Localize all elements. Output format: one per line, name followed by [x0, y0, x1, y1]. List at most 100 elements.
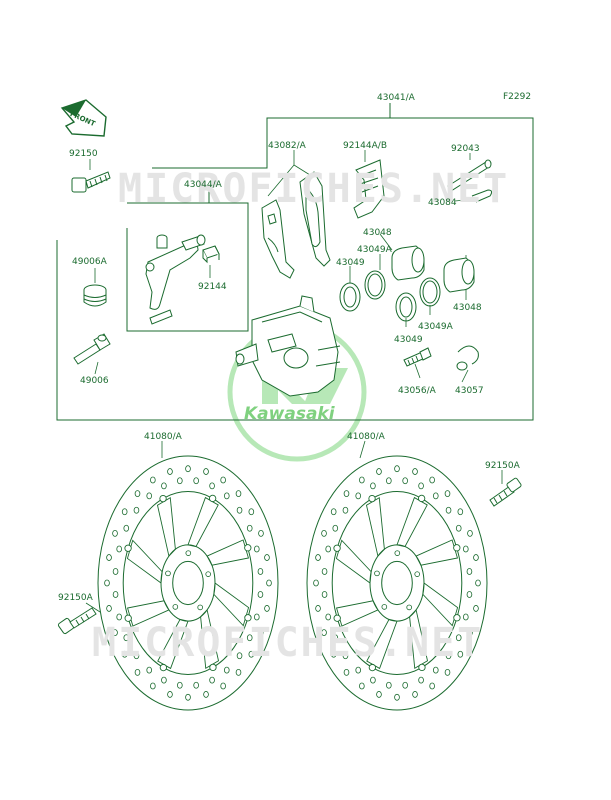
- disc-drill-hole: [266, 579, 272, 587]
- bolt-92150a-right: [489, 477, 522, 507]
- disc-drill-hole: [463, 613, 469, 621]
- disc-drill-hole: [112, 591, 119, 598]
- disc-drill-hole: [418, 482, 424, 490]
- disc-carrier-spoke: [396, 496, 428, 548]
- disc-mounting-hole: [381, 604, 388, 610]
- disc-drill-hole: [321, 530, 327, 537]
- disc-floating-button: [333, 544, 341, 552]
- disc-carrier-spoke: [365, 496, 385, 557]
- brake-disc-left: [97, 455, 279, 711]
- caliper-assembly-frame: [56, 117, 534, 421]
- disc-carrier-spoke: [187, 496, 219, 548]
- boot-49006a: [83, 284, 107, 307]
- disc-drill-hole: [106, 605, 112, 612]
- part-label-43049-top: 43049: [336, 258, 365, 268]
- disc-drill-hole: [355, 666, 362, 674]
- disc-floating-button: [368, 494, 376, 503]
- disc-drill-hole: [106, 554, 112, 561]
- disc-drill-hole: [455, 634, 462, 642]
- disc-drill-hole: [121, 650, 128, 658]
- seal-43049a-top: [364, 270, 386, 300]
- disc-drill-hole: [315, 605, 321, 612]
- disc-drill-hole: [112, 530, 118, 537]
- part-label-43049-bottom: 43049: [394, 335, 423, 345]
- disc-drill-hole: [185, 693, 191, 701]
- disc-drill-hole: [185, 465, 191, 473]
- logo-text: Kawasaki: [244, 404, 335, 424]
- disc-outer-rim: [97, 455, 279, 711]
- disc-mounting-hole: [165, 570, 171, 577]
- disc-drill-hole: [418, 676, 424, 684]
- disc-mounting-hole: [406, 604, 412, 611]
- disc-drill-hole: [246, 524, 253, 532]
- part-label-43056a: 43056/A: [398, 386, 436, 396]
- disc-drill-hole: [123, 524, 130, 532]
- disc-floating-button: [159, 663, 168, 672]
- part-label-92150a-left: 92150A: [58, 593, 93, 603]
- disc-drill-hole: [235, 668, 242, 676]
- piston-43048-top: [391, 245, 425, 281]
- disc-mounting-hole: [197, 604, 203, 611]
- disc-drill-hole: [444, 668, 451, 676]
- clip-92144: [202, 245, 220, 264]
- disc-drill-hole: [203, 691, 209, 698]
- disc-drill-hole: [376, 468, 382, 475]
- disc-drill-hole: [258, 629, 264, 636]
- disc-drill-hole: [330, 650, 337, 658]
- disc-center-bore: [381, 560, 413, 606]
- watermark-bottom: MICROFICHES.NET: [92, 620, 484, 666]
- disc-drill-hole: [146, 666, 153, 674]
- front-arrow-icon: [60, 99, 107, 137]
- disc-drill-hole: [342, 652, 349, 660]
- pin-92043: [447, 159, 493, 203]
- disc-drill-hole: [209, 676, 215, 684]
- bracket-frame: [126, 202, 249, 332]
- disc-drill-hole: [193, 477, 199, 485]
- disc-floating-button: [417, 494, 426, 503]
- disc-drill-hole: [167, 691, 173, 698]
- disc-mounting-hole: [185, 550, 192, 556]
- disc-drill-hole: [116, 613, 122, 621]
- disc-drill-hole: [161, 482, 167, 490]
- disc-drill-hole: [475, 579, 481, 587]
- part-label-43048-bottom: 43048: [453, 303, 482, 313]
- disc-carrier-spoke: [206, 539, 250, 566]
- disc-carrier-spoke: [335, 539, 372, 584]
- disc-drill-hole: [254, 545, 260, 553]
- disc-drill-hole: [473, 554, 479, 561]
- disc-drill-hole: [457, 650, 464, 658]
- disc-drill-hole: [402, 477, 408, 485]
- disc-drill-hole: [258, 530, 264, 537]
- disc-drill-hole: [209, 482, 215, 490]
- disc-braking-surface-inner-edge: [331, 491, 463, 675]
- seal-43049-top: [339, 282, 361, 312]
- watermark-top: MICROFICHES.NET: [118, 166, 510, 212]
- part-label-43082a: 43082/A: [268, 141, 306, 151]
- part-label-43049a-top: 43049A: [357, 245, 392, 255]
- caliper-body: [235, 295, 341, 397]
- disc-drill-hole: [257, 568, 264, 575]
- brake-disc-right: [306, 455, 488, 711]
- disc-drill-hole: [359, 682, 365, 690]
- seals: [339, 270, 441, 322]
- assembly-frames: [56, 103, 534, 421]
- disc-drill-hole: [463, 545, 469, 553]
- disc-drill-hole: [457, 508, 464, 516]
- disc-drill-hole: [235, 490, 242, 498]
- disc-mounting-hole: [414, 571, 421, 577]
- part-label-41080a-right: 41080/A: [347, 432, 385, 442]
- disc-drill-hole: [203, 468, 209, 475]
- disc-drill-hole: [248, 650, 255, 658]
- disc-drill-hole: [432, 492, 439, 500]
- disc-drill-hole: [150, 476, 156, 484]
- disc-drill-hole: [133, 506, 140, 514]
- part-label-49006: 49006: [80, 376, 109, 386]
- disc-drill-hole: [325, 545, 331, 553]
- disc-drill-hole: [167, 468, 173, 475]
- disc-drill-hole: [146, 492, 153, 500]
- part-label-92150: 92150: [69, 149, 98, 159]
- disc-drill-hole: [330, 508, 337, 516]
- disc-drill-hole: [223, 492, 230, 500]
- disc-drill-hole: [386, 681, 392, 689]
- disc-drill-hole: [376, 691, 382, 698]
